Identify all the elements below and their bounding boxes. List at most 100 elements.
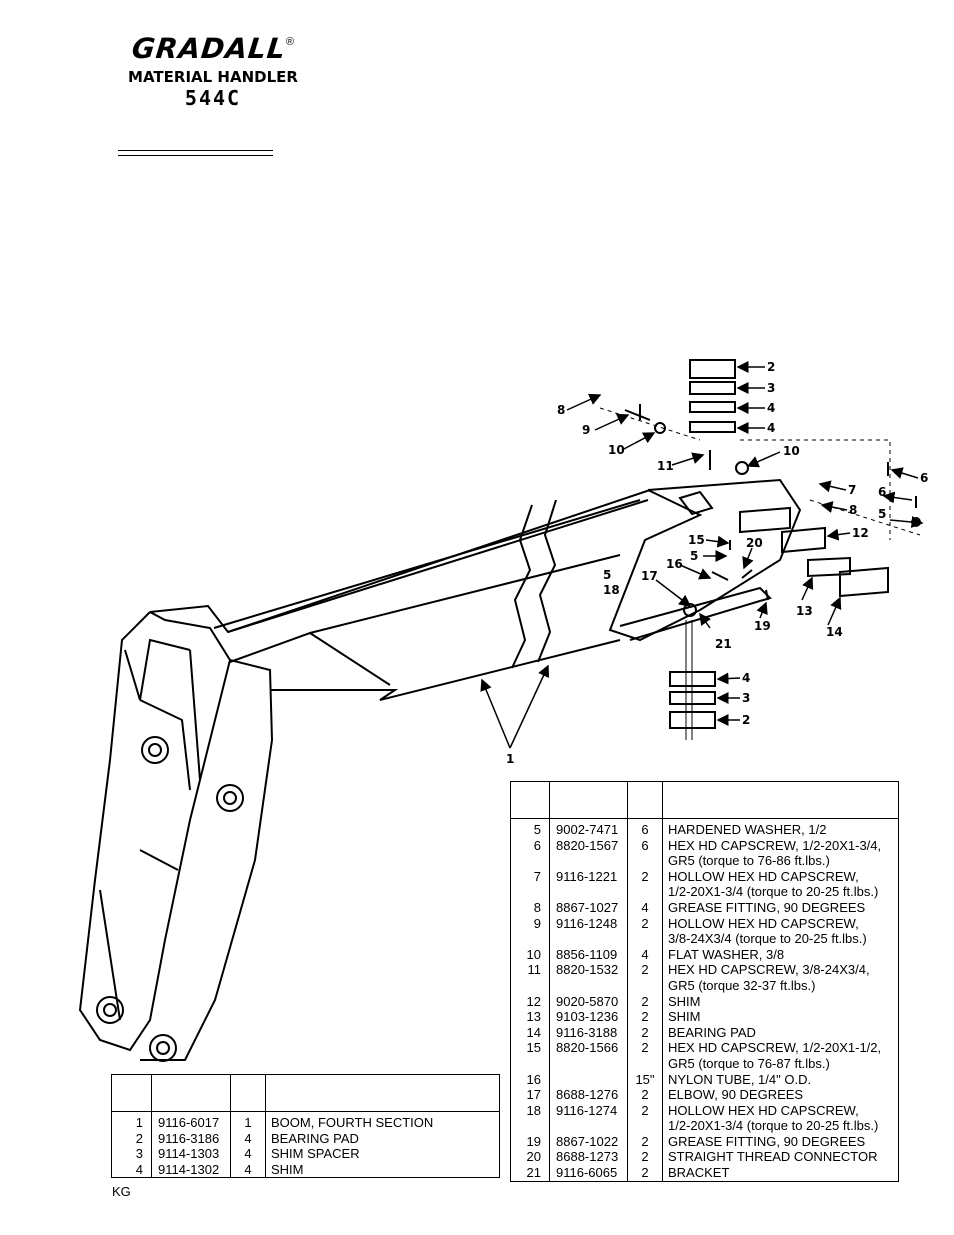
table-row-continuation: GR5 (torque to 76-87 ft.lbs.): [511, 1055, 899, 1072]
description-cell: SHIM: [662, 993, 899, 1010]
callout-label: 3: [767, 381, 775, 395]
callout-label: 4: [767, 421, 775, 435]
item-number-cell: 5: [533, 822, 541, 837]
quantity-cell: 6: [627, 818, 663, 838]
callout-label: 12: [852, 526, 869, 540]
brand-logo: GRADALL®: [108, 32, 318, 66]
header-item: [510, 781, 550, 819]
part-number-cell: [549, 931, 628, 947]
part-number-cell: 8688-1273: [549, 1149, 628, 1166]
quantity-cell: 4: [230, 1146, 266, 1162]
callout-label: 5: [690, 549, 698, 563]
callout-label: 10: [783, 444, 800, 458]
part-number-cell: [549, 977, 628, 994]
description-cell: GR5 (torque to 76-87 ft.lbs.): [662, 1055, 899, 1072]
callout-label: 5: [603, 568, 611, 582]
callout-label: 2: [767, 360, 775, 374]
part-number-cell: 9103-1236: [549, 1009, 628, 1025]
item-number-cell: 16: [526, 1071, 541, 1087]
callout-label: 6: [878, 485, 886, 499]
description-cell: GREASE FITTING, 90 DEGREES: [662, 1133, 899, 1150]
part-number-cell: 9114-1302: [151, 1161, 231, 1178]
callout-label: 17: [641, 569, 658, 583]
description-cell: BRACKET: [662, 1165, 899, 1182]
table-row-continuation: 1/2-20X1-3/4 (torque to 20-25 ft.lbs.): [511, 884, 899, 900]
callout-label: 15: [688, 533, 705, 547]
callout-label: 11: [657, 459, 674, 473]
quantity-cell: 2: [627, 1024, 663, 1041]
item-number-cell: 13: [526, 1009, 541, 1025]
callout-label: 8: [849, 503, 857, 517]
item-number-cell: [511, 884, 550, 900]
quantity-cell: [627, 853, 663, 869]
table-row-continuation: 1/2-20X1-3/4 (torque to 20-25 ft.lbs.): [511, 1118, 899, 1134]
header-desc: [265, 1074, 500, 1112]
quantity-cell: 1: [230, 1111, 266, 1131]
callout-label: 4: [767, 401, 775, 415]
quantity-cell: 2: [627, 1149, 663, 1166]
footer-code: KG: [112, 1184, 131, 1199]
description-cell: HOLLOW HEX HD CAPSCREW,: [662, 868, 899, 885]
description-cell: GR5 (torque 32-37 ft.lbs.): [662, 977, 899, 994]
item-number-cell: 4: [135, 1161, 143, 1177]
description-cell: NYLON TUBE, 1/4" O.D.: [662, 1071, 899, 1088]
description-cell: SHIM: [662, 1009, 899, 1025]
item-number-cell: [511, 1056, 550, 1072]
table-row-continuation: GR5 (torque 32-37 ft.lbs.): [511, 977, 899, 994]
header-qty: [230, 1074, 266, 1112]
item-number-cell: 10: [526, 946, 541, 962]
description-cell: GR5 (torque to 76-86 ft.lbs.): [662, 853, 899, 869]
description-cell: HARDENED WASHER, 1/2: [662, 818, 899, 838]
part-number-cell: 9116-1274: [549, 1102, 628, 1119]
part-number-cell: 8856-1109: [549, 946, 628, 963]
description-cell: HOLLOW HEX HD CAPSCREW,: [662, 1102, 899, 1119]
part-number-cell: 8820-1567: [549, 837, 628, 854]
callout-label: 6: [920, 471, 928, 485]
item-number-cell: [511, 978, 550, 994]
description-cell: HEX HD CAPSCREW, 1/2-20X1-1/2,: [662, 1040, 899, 1056]
item-number-cell: 19: [526, 1133, 541, 1149]
part-number-cell: [549, 1055, 628, 1072]
description-cell: FLAT WASHER, 3/8: [662, 946, 899, 963]
quantity-cell: [627, 931, 663, 947]
item-number-cell: 18: [526, 1102, 541, 1118]
quantity-cell: [627, 977, 663, 994]
brand-subtitle: MATERIAL HANDLER: [128, 68, 298, 86]
part-number-cell: 8820-1532: [549, 962, 628, 978]
table-row-continuation: 3/8-24X3/4 (torque to 20-25 ft.lbs.): [511, 931, 899, 947]
quantity-cell: 2: [627, 868, 663, 885]
callout-label: 3: [742, 691, 750, 705]
model-number: 544C: [184, 86, 242, 110]
quantity-cell: 2: [627, 993, 663, 1010]
quantity-cell: 4: [230, 1161, 266, 1178]
description-cell: GREASE FITTING, 90 DEGREES: [662, 899, 899, 916]
description-cell: HEX HD CAPSCREW, 3/8-24X3/4,: [662, 962, 899, 978]
quantity-cell: 6: [627, 837, 663, 854]
part-number-cell: [549, 1118, 628, 1134]
quantity-cell: 2: [627, 1165, 663, 1182]
description-cell: HOLLOW HEX HD CAPSCREW,: [662, 915, 899, 932]
quantity-cell: 2: [627, 962, 663, 978]
item-number-cell: [511, 931, 550, 947]
item-number-cell: [511, 853, 550, 869]
item-number-cell: [511, 1118, 550, 1134]
table-header-row: [111, 1074, 500, 1112]
part-number-cell: 9116-1248: [549, 915, 628, 932]
callout-numbers: 2 3 4 4 8 9 10 11 10 6 6 7 8 5 12 13 14 …: [506, 360, 928, 766]
header-part: [549, 781, 628, 819]
quantity-cell: [627, 1118, 663, 1134]
item-number-cell: 8: [533, 899, 541, 915]
